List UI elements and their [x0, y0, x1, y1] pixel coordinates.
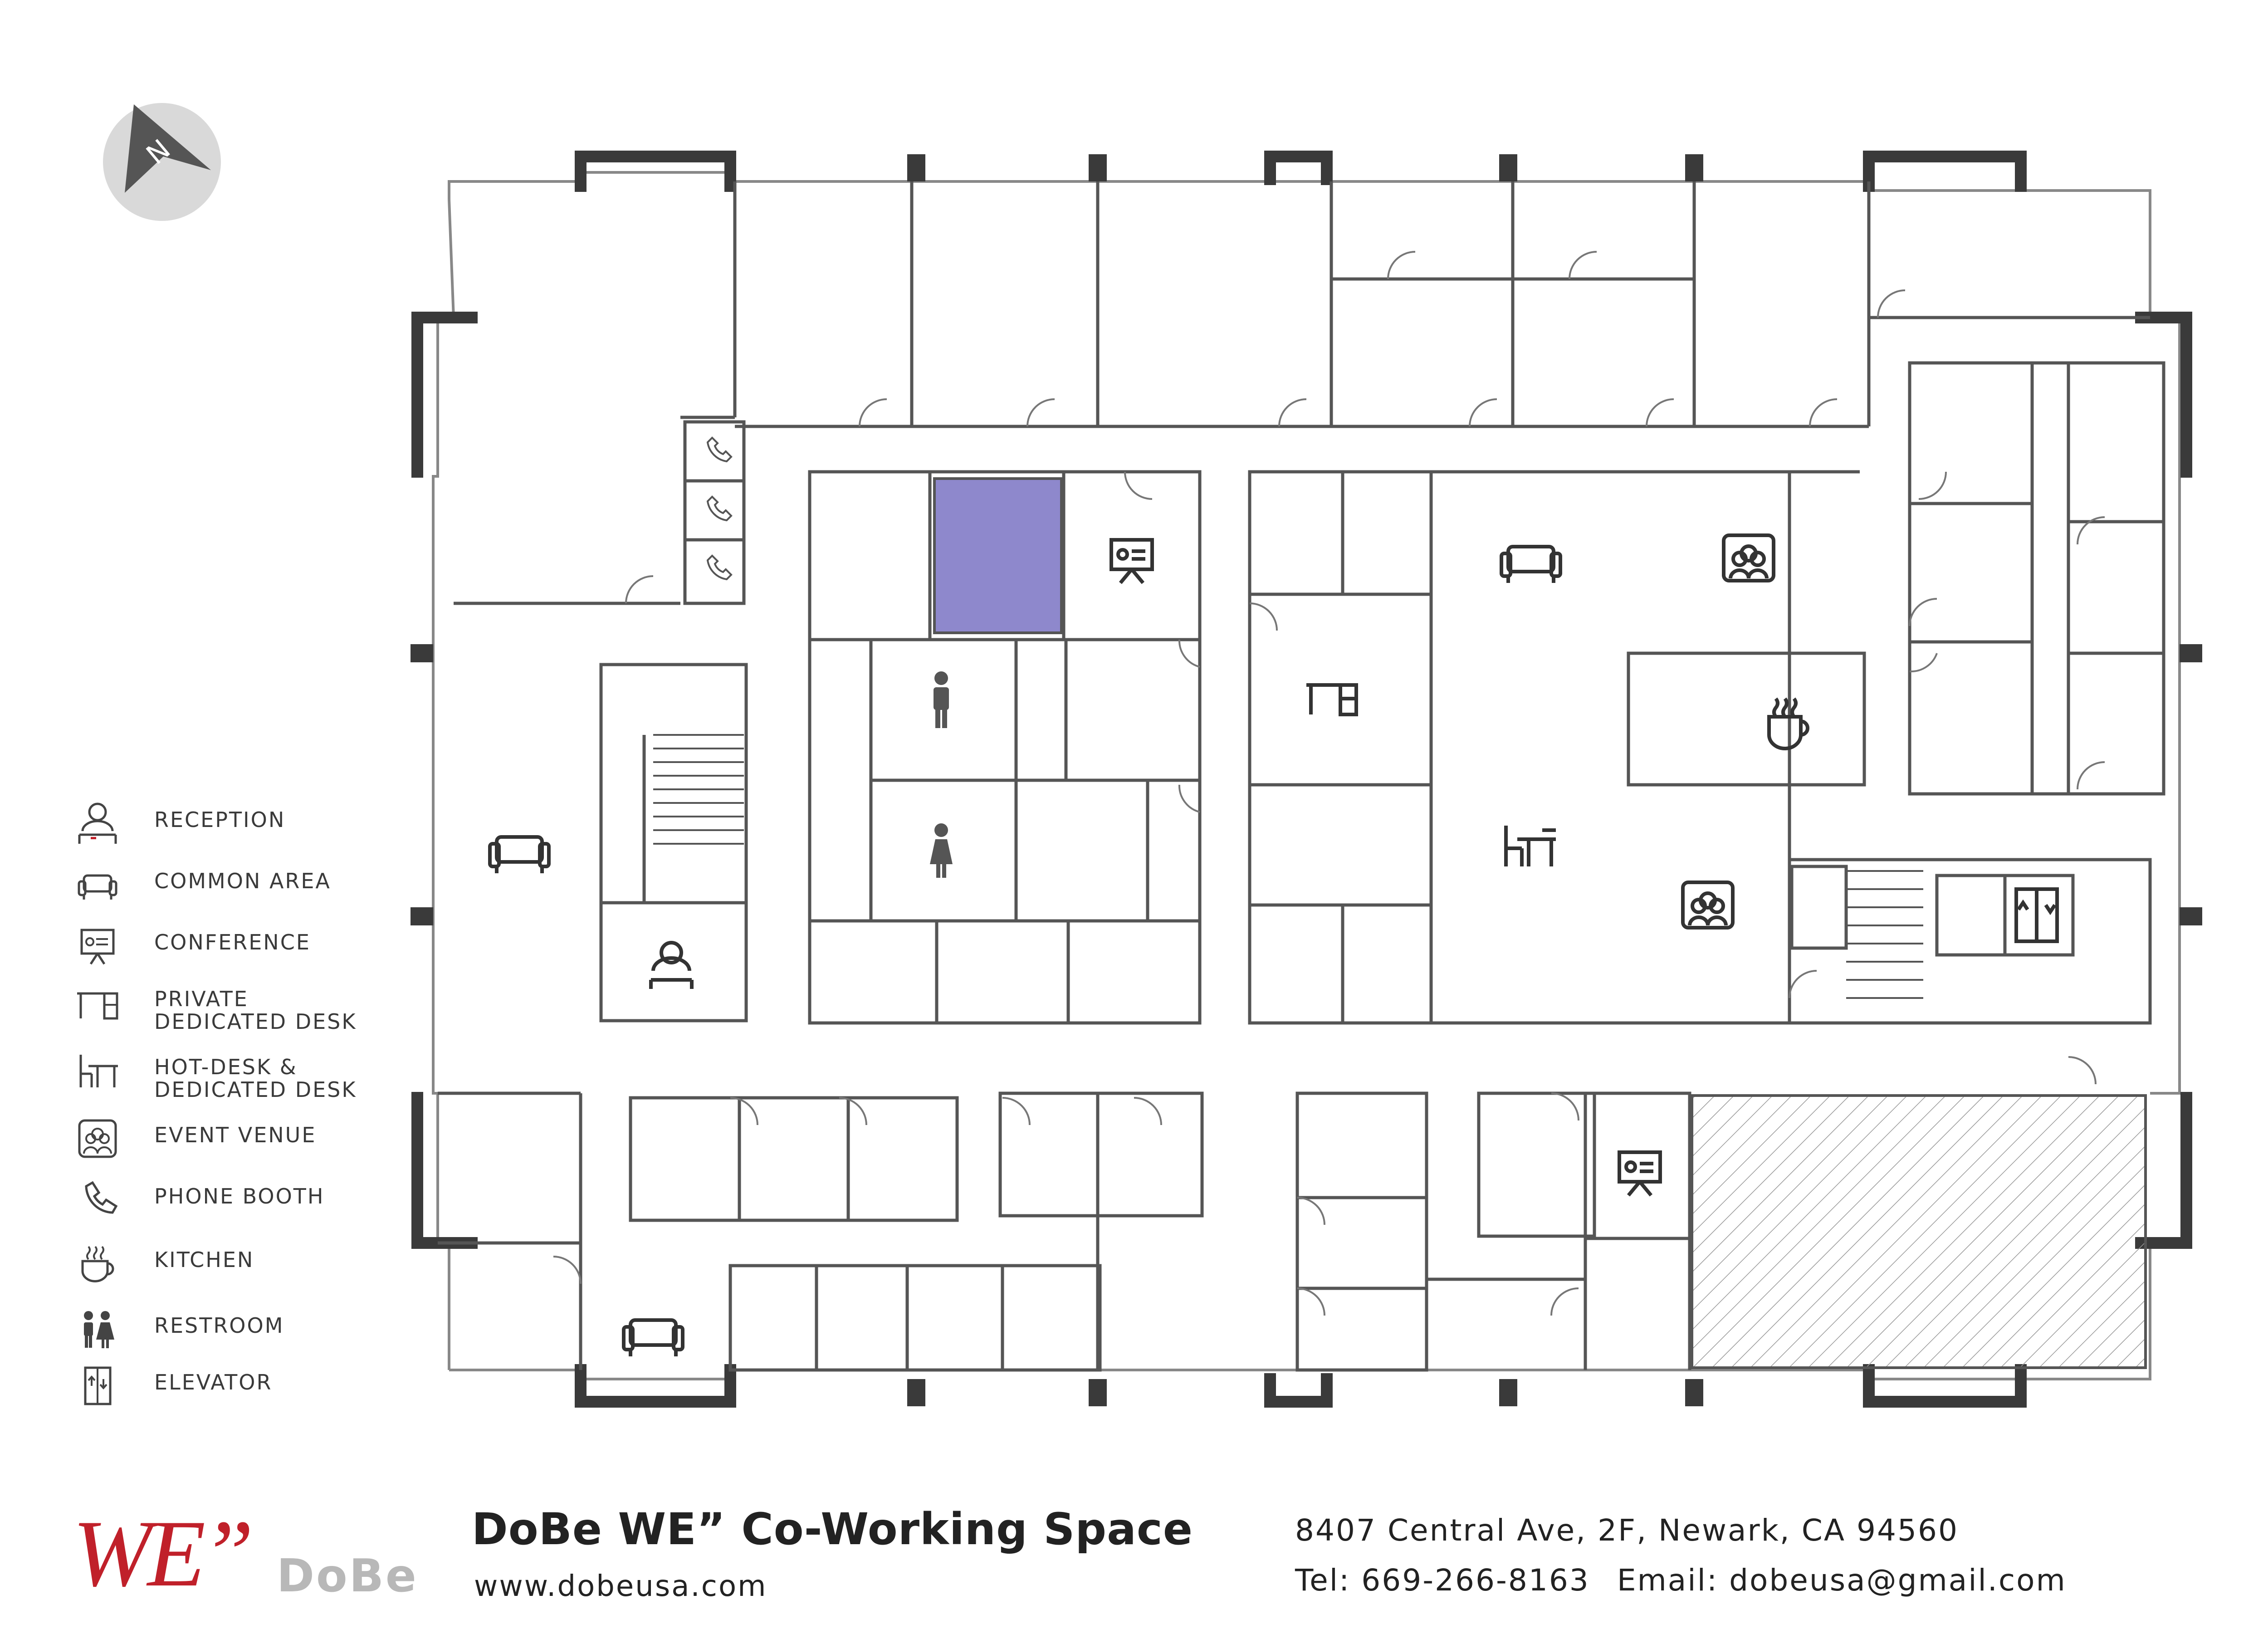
logo-mark: WE”	[73, 1501, 254, 1606]
sofa-icon-plan-3	[1500, 545, 1562, 583]
legend-label: RESTROOM	[154, 1313, 284, 1338]
hot-desk-icon	[79, 1055, 118, 1087]
plan-phone-icons	[706, 436, 733, 581]
legend-label-line-2: DEDICATED DESK	[154, 1077, 357, 1102]
legend-item-hot-desk: HOT-DESK & DEDICATED DESK	[68, 1046, 413, 1101]
legend-label: PHONE BOOTH	[154, 1184, 325, 1208]
plan-room-icons	[488, 533, 2059, 1356]
group-icon	[78, 1119, 117, 1158]
footer-address: 8407 Central Ave, 2F, Newark, CA 94560	[1295, 1513, 1959, 1548]
sofa-icon-plan-1	[488, 835, 551, 873]
door-swings	[553, 251, 2105, 1316]
sofa-icon-plan-2	[622, 1318, 684, 1356]
legend-item-event-venue: EVENT VENUE	[68, 1114, 413, 1164]
elevator-icon	[84, 1366, 112, 1405]
desk-icon-plan	[1306, 683, 1358, 716]
footer-title: DoBe WE” Co-Working Space	[472, 1504, 1193, 1555]
columns	[411, 154, 2202, 1406]
group-icon-plan-1	[1722, 533, 1775, 582]
legend-label: EVENT VENUE	[154, 1123, 317, 1147]
legend-label: HOT-DESK &	[154, 1055, 298, 1079]
legend-label: KITCHEN	[154, 1248, 254, 1272]
footer-url[interactable]: www.dobeusa.com	[474, 1570, 767, 1603]
phone-icon	[85, 1181, 118, 1214]
north-arrow-icon: N	[103, 103, 221, 221]
footer-contact: Tel: 669-266-8163 Email: dobeusa@gmail.co…	[1295, 1563, 2067, 1598]
legend-label: CONFERENCE	[154, 930, 311, 954]
legend-label: PRIVATE	[154, 987, 249, 1011]
hatched-area	[1691, 1094, 2147, 1369]
projector-screen-icon-plan-2	[1618, 1150, 1662, 1197]
coffee-cup-icon	[81, 1246, 114, 1282]
legend-label-line-2: DEDICATED DESK	[154, 1009, 357, 1034]
compass: N	[102, 102, 222, 222]
sofa-icon	[78, 874, 117, 900]
elevator-icon-plan	[2014, 887, 2059, 943]
legend-label: ELEVATOR	[154, 1370, 273, 1394]
legend-item-kitchen: KITCHEN	[68, 1238, 413, 1288]
legend-item-reception: RECEPTION	[68, 798, 413, 848]
restroom-icon	[84, 1311, 114, 1348]
male-restroom-icon	[934, 671, 949, 728]
legend-label: RECEPTION	[154, 807, 286, 832]
projector-screen-icon	[80, 929, 115, 965]
logo: WE” DoBe	[73, 1506, 417, 1606]
reception-icon-plan	[649, 941, 694, 989]
restroom-icons-plan	[930, 671, 953, 878]
legend-item-conference: CONFERENCE	[68, 921, 413, 971]
hot-desk-icon-plan	[1504, 826, 1556, 866]
footer-email[interactable]: Email: dobeusa@gmail.com	[1617, 1563, 2067, 1598]
female-restroom-icon	[930, 823, 953, 878]
projector-screen-icon-plan-1	[1110, 538, 1154, 584]
logo-brand: DoBe	[277, 1549, 418, 1602]
legend-item-restroom: RESTROOM	[68, 1304, 413, 1354]
legend-item-elevator: ELEVATOR	[68, 1361, 413, 1411]
reception-icon	[78, 802, 117, 844]
legend-label: COMMON AREA	[154, 869, 331, 893]
desk-icon	[77, 992, 118, 1020]
footer-tel: Tel: 669-266-8163	[1295, 1563, 1590, 1598]
structural-walls	[411, 151, 2192, 1408]
group-icon-plan-2	[1681, 881, 1735, 930]
coffee-cup-icon-plan	[1767, 697, 1809, 750]
legend-item-phone-booth: PHONE BOOTH	[68, 1175, 413, 1225]
stair-treads	[653, 734, 1923, 999]
legend-item-common-area: COMMON AREA	[68, 860, 413, 910]
legend-item-private-desk: PRIVATE DEDICATED DESK	[68, 978, 413, 1033]
highlighted-room	[933, 477, 1063, 634]
